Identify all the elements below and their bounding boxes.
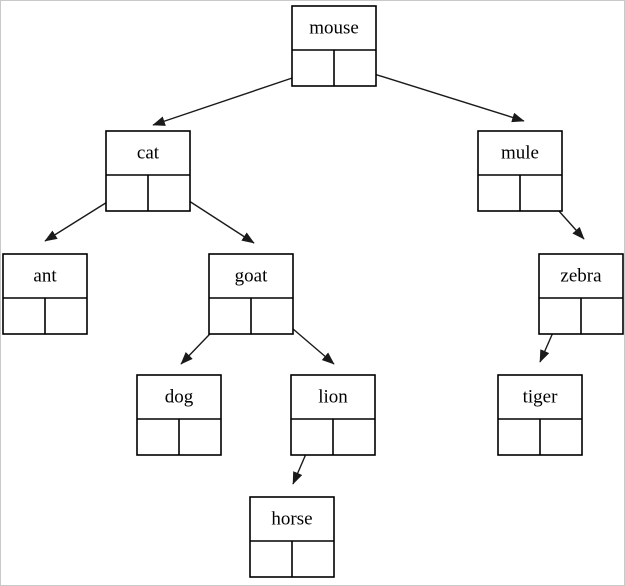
node-label-zebra: zebra <box>560 265 602 286</box>
node-label-mouse: mouse <box>309 17 359 38</box>
tree-edge-mouse-to-mule <box>354 67 525 123</box>
node-label-tiger: tiger <box>523 386 558 407</box>
tree-node-zebra[interactable]: zebra <box>538 253 624 335</box>
node-label-cat: cat <box>137 142 160 163</box>
node-label-ant: ant <box>33 265 57 286</box>
tree-node-cat[interactable]: cat <box>105 130 191 212</box>
tree-edge-mouse-to-cat <box>152 70 314 126</box>
tree-node-mule[interactable]: mule <box>477 130 563 212</box>
node-label-horse: horse <box>271 508 312 529</box>
tree-node-lion[interactable]: lion <box>290 374 376 456</box>
node-label-dog: dog <box>165 386 194 407</box>
tree-node-horse[interactable]: horse <box>249 496 335 578</box>
node-label-lion: lion <box>318 386 348 407</box>
node-label-mule: mule <box>501 142 539 163</box>
node-label-goat: goat <box>235 265 268 286</box>
tree-node-goat[interactable]: goat <box>208 253 294 335</box>
tree-node-ant[interactable]: ant <box>2 253 88 335</box>
tree-nodes: mouse cat mule ant goat zebra dog lion tiger hors… <box>2 5 624 578</box>
node-outline-dog <box>136 374 222 456</box>
tree-node-dog[interactable]: dog <box>136 374 222 456</box>
tree-node-tiger[interactable]: tiger <box>497 374 583 456</box>
tree-node-mouse[interactable]: mouse <box>291 5 377 87</box>
